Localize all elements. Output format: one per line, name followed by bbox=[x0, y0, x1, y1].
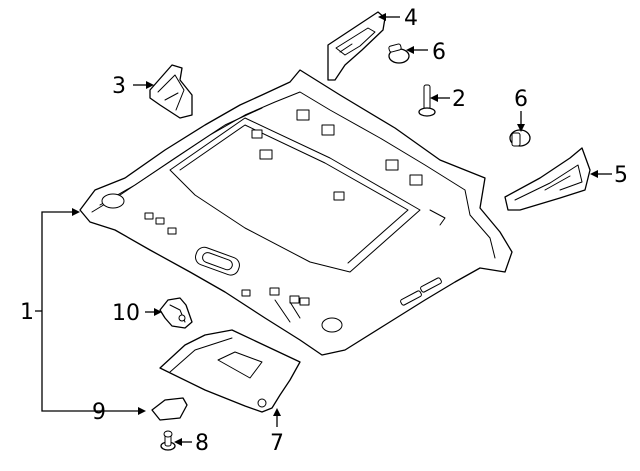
mounting-screw[interactable] bbox=[160, 430, 176, 451]
sun-visor[interactable] bbox=[159, 329, 301, 413]
callout-labels: 4 6 3 2 6 5 1 10 9 7 8 bbox=[20, 6, 628, 456]
callout-8: 8 bbox=[195, 431, 209, 456]
upper-trim-piece[interactable] bbox=[327, 11, 386, 81]
callout-1: 1 bbox=[20, 300, 34, 325]
leader-lines bbox=[35, 13, 612, 446]
callout-6-lower: 6 bbox=[514, 87, 528, 112]
callout-9: 9 bbox=[92, 400, 106, 425]
callout-2: 2 bbox=[452, 87, 466, 112]
visor-holder[interactable] bbox=[151, 397, 188, 421]
pillar-bracket[interactable] bbox=[149, 64, 193, 119]
side-trim-piece[interactable] bbox=[504, 147, 591, 211]
retainer-pin[interactable] bbox=[418, 84, 436, 117]
push-clip-upper[interactable] bbox=[388, 43, 410, 64]
callout-4: 4 bbox=[404, 6, 418, 31]
callout-6-upper: 6 bbox=[432, 40, 446, 65]
callout-5: 5 bbox=[614, 163, 628, 188]
callout-3: 3 bbox=[112, 74, 126, 99]
headliner-panel[interactable] bbox=[79, 69, 513, 356]
callout-7: 7 bbox=[270, 431, 284, 456]
callout-10: 10 bbox=[112, 301, 140, 326]
push-clip-lower[interactable] bbox=[509, 129, 531, 147]
visor-bracket[interactable] bbox=[159, 297, 193, 329]
